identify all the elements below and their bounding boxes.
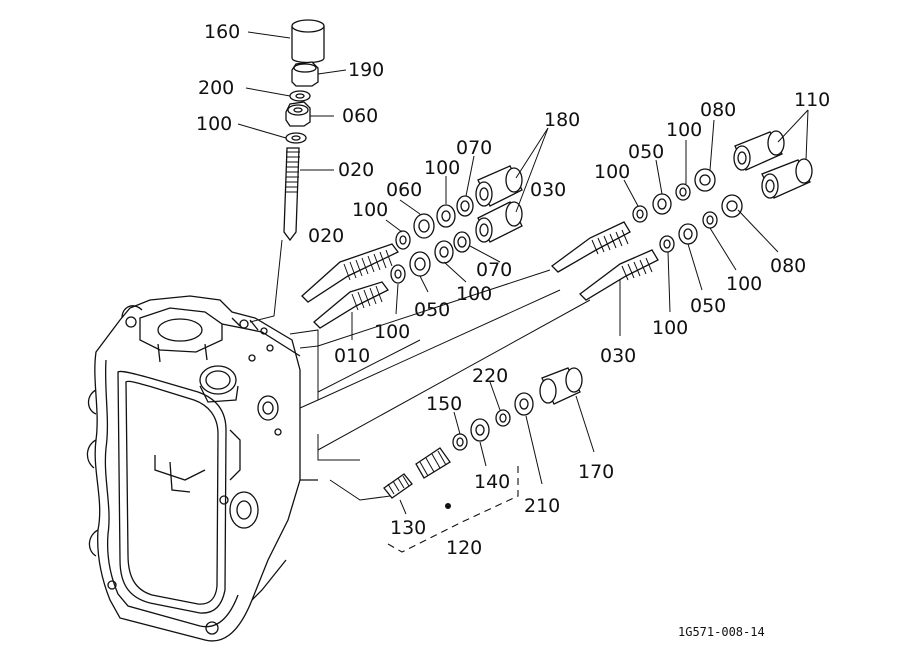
label-190: 190: [348, 59, 384, 81]
label-100-right-mid: 100: [594, 161, 630, 183]
label-100-lower-left: 100: [374, 321, 410, 343]
housing: [86, 295, 318, 642]
label-080-top: 080: [700, 99, 736, 121]
part-labels: 160 190 200 060 100 020 180 070 100 060 …: [196, 21, 830, 639]
label-100-right-bottom: 100: [652, 317, 688, 339]
label-100-mid: 100: [352, 199, 388, 221]
label-100-right-top: 100: [666, 119, 702, 141]
label-160: 160: [204, 21, 240, 43]
label-100-upper: 100: [424, 157, 460, 179]
label-210: 210: [524, 495, 560, 517]
label-070-lower: 070: [476, 259, 512, 281]
label-120: 120: [446, 537, 482, 559]
label-080-right: 080: [770, 255, 806, 277]
label-030-upper: 030: [530, 179, 566, 201]
label-070-upper: 070: [456, 137, 492, 159]
middle-left-stacks: [301, 165, 523, 329]
lower-stack: [383, 367, 583, 553]
label-050-right-low: 050: [690, 295, 726, 317]
label-050-lower-left: 050: [414, 299, 450, 321]
axis-leaders: [249, 239, 591, 501]
label-150: 150: [426, 393, 462, 415]
label-060-mid: 060: [386, 179, 422, 201]
label-100-top: 100: [196, 113, 232, 135]
label-030-lower: 030: [600, 345, 636, 367]
label-130: 130: [390, 517, 426, 539]
label-010: 010: [334, 345, 370, 367]
label-180: 180: [544, 109, 580, 131]
label-100-lower: 100: [456, 283, 492, 305]
top-stack: [283, 19, 325, 242]
label-leaders: [237, 31, 809, 515]
right-stacks: [551, 130, 813, 301]
reference-code: 1G571-008-14: [678, 625, 765, 639]
label-110: 110: [794, 89, 830, 111]
label-170: 170: [578, 461, 614, 483]
label-100-right-low: 100: [726, 273, 762, 295]
label-200: 200: [198, 77, 234, 99]
label-020-mid: 020: [308, 225, 344, 247]
label-220: 220: [472, 365, 508, 387]
label-050-right-top: 050: [628, 141, 664, 163]
label-060-top: 060: [342, 105, 378, 127]
label-140: 140: [474, 471, 510, 493]
label-020-top: 020: [338, 159, 374, 181]
